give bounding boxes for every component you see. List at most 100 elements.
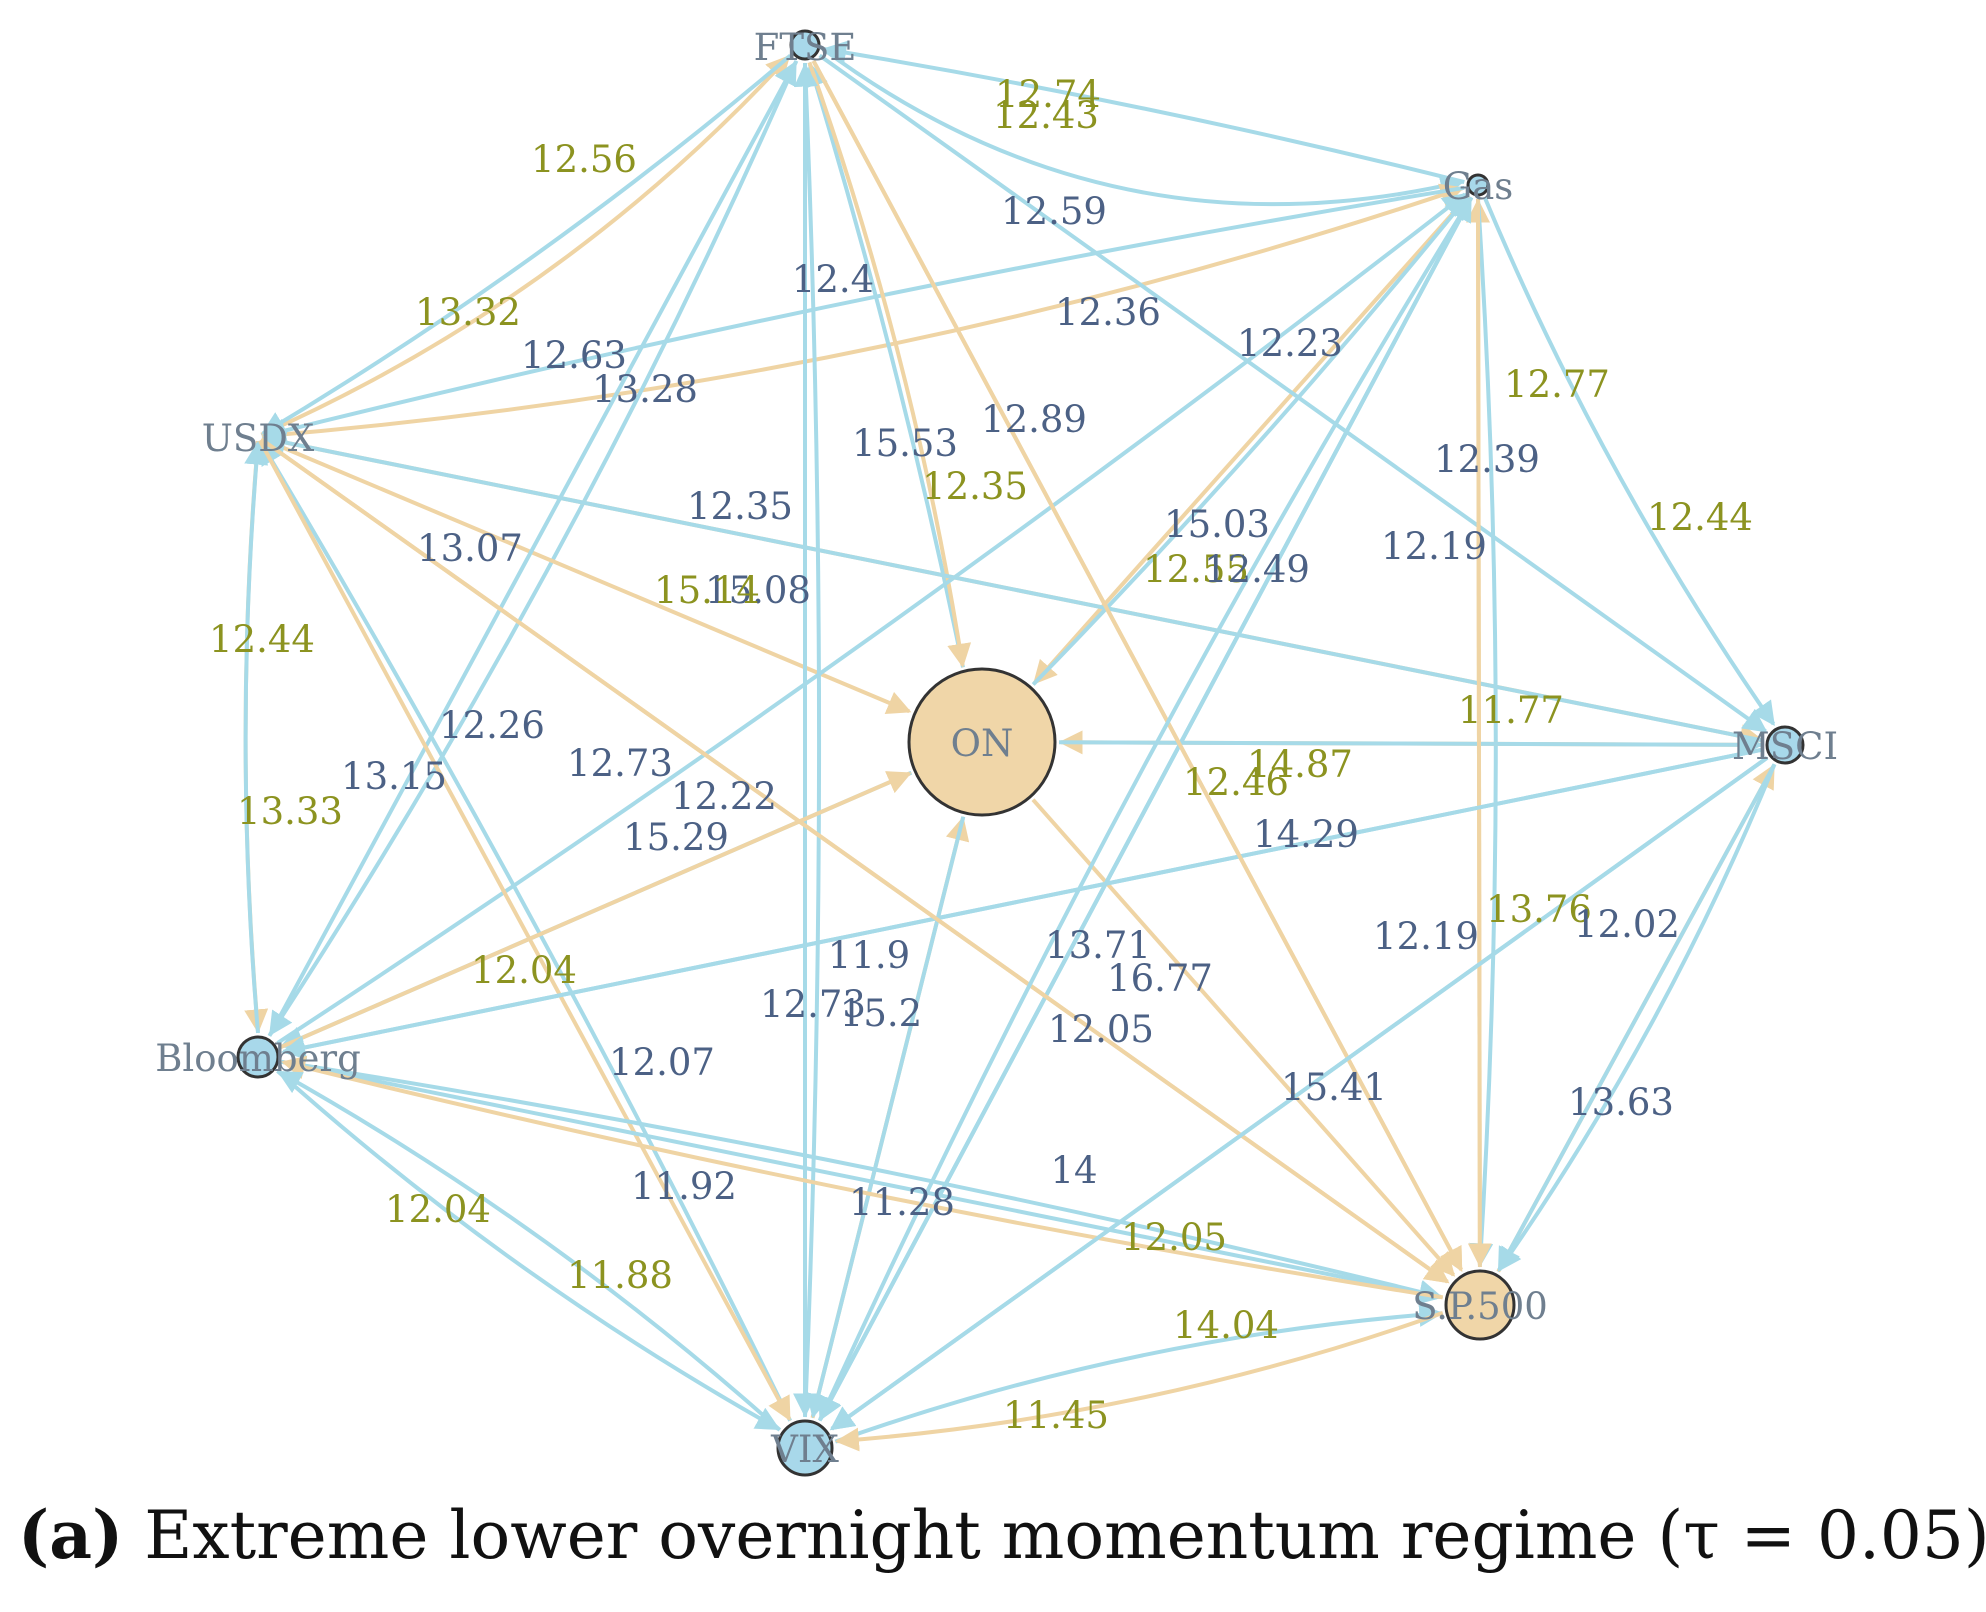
edge-bloomberg-to-ftse	[267, 60, 798, 1037]
edge-usdx-to-gas	[261, 183, 1465, 439]
edge-weight-label: 12.56	[531, 138, 637, 181]
edge-vix-to-sp500	[834, 1302, 1444, 1444]
edge-ftse-to-on	[807, 61, 972, 668]
node-gas	[1466, 173, 1490, 197]
node-sp500	[1444, 1269, 1516, 1341]
edge-bloomberg-to-gas	[276, 192, 1467, 1045]
edge-bloomberg-to-sp500	[281, 1059, 1444, 1305]
edge-weight-label: 12.35	[687, 485, 793, 528]
edge-weight-label: 12.77	[1504, 363, 1610, 406]
edge-weight-label: 12.73	[760, 983, 866, 1026]
edge-on-to-gas	[1031, 195, 1469, 686]
edge-usdx-to-sp500	[260, 437, 1450, 1284]
edge-weight-label: 12.89	[981, 398, 1087, 441]
node-label-sp500: S.P.500	[1412, 1285, 1548, 1328]
edge-msci-to-vix	[829, 756, 1769, 1431]
edge-weight-label: 12.35	[922, 465, 1028, 508]
edge-gas-to-sp500	[1469, 198, 1498, 1268]
edge-gas-to-msci	[1482, 196, 1776, 726]
edge-gas-to-ftse	[822, 40, 1465, 185]
node-label-on: ON	[951, 722, 1014, 765]
node-msci	[1765, 725, 1805, 765]
network-diagram: 12.5613.3212.7412.4312.5912.3612.6313.07…	[155, 26, 1838, 1477]
edge-vix-to-usdx	[259, 440, 792, 1422]
edge-weight-label: 12.46	[1183, 761, 1289, 804]
edge-gas-to-vix	[818, 196, 1474, 1422]
edge-weight-label: 15.41	[1281, 1066, 1387, 1109]
edge-weight-label: 12.05	[1048, 1008, 1154, 1051]
node-label-usdx: USDX	[202, 417, 315, 460]
edge-weight-label: 12.4	[792, 258, 874, 301]
edge-msci-to-bloomberg	[281, 747, 1764, 1060]
edge-weight-label: 11.45	[1003, 1394, 1109, 1437]
edge-weight-label: 12.23	[1237, 322, 1343, 365]
edge-weight-label: 13.15	[341, 755, 447, 798]
edge-msci-to-usdx	[261, 430, 1764, 743]
edge-on-to-msci	[1058, 732, 1764, 757]
edge-on-to-ftse	[804, 62, 965, 668]
edge-weight-label: 15.03	[1164, 503, 1270, 546]
edge-weight-label: 12.59	[1001, 190, 1107, 233]
edge-weight-label: 12.63	[521, 334, 627, 377]
edge-weight-label: 11.92	[631, 1165, 737, 1208]
edge-weight-label: 12.55	[1143, 548, 1249, 591]
edge-sp500-to-vix	[834, 1311, 1444, 1452]
edge-weight-label: 12.19	[1381, 525, 1487, 568]
edge-weight-label: 12.02	[1574, 903, 1680, 946]
edge-weight-label: 14	[1050, 1149, 1097, 1192]
edge-weight-label: 11.28	[849, 1181, 955, 1224]
node-label-ftse: FTSE	[754, 26, 857, 69]
node-vix	[776, 1419, 834, 1477]
edge-weight-label: 12.39	[1434, 438, 1540, 481]
edge-weight-label: 12.07	[609, 1041, 715, 1084]
edge-weight-label: 12.26	[439, 704, 545, 747]
edge-bloomberg-to-usdx	[243, 440, 269, 1034]
edge-weight-label: 12.73	[567, 742, 673, 785]
edge-weight-label: 12.74	[995, 73, 1101, 116]
edge-weight-label: 15.53	[852, 422, 958, 465]
edge-bloomberg-to-on	[279, 771, 912, 1050]
edge-weight-label: 12.44	[1647, 496, 1753, 539]
edge-weight-label: 12.43	[993, 94, 1099, 137]
edge-usdx-to-vix	[258, 439, 792, 1422]
edge-weight-label: 12.04	[385, 1188, 491, 1231]
edge-weight-label: 11.9	[828, 934, 910, 977]
caption-tag: (a)	[18, 1496, 124, 1574]
edge-weight-label: 13.63	[1568, 1081, 1674, 1124]
edge-vix-to-bloomberg	[277, 1070, 782, 1432]
edge-weight-label: 15.29	[623, 816, 729, 859]
edge-weight-label: 15.2	[840, 992, 922, 1035]
edge-sp500-to-bloomberg	[281, 1055, 1444, 1300]
node-on	[907, 667, 1057, 817]
edge-weight-label: 12.49	[1204, 548, 1310, 591]
edge-weight-label: 13.07	[417, 527, 523, 570]
node-ftse	[789, 29, 821, 61]
edge-ftse-to-msci	[818, 53, 1768, 733]
edge-usdx-to-ftse	[260, 54, 791, 437]
edge-weight-label: 12.36	[1055, 291, 1161, 334]
caption-text: Extreme lower overnight momentum regime …	[123, 1497, 1986, 1574]
edge-gas-to-usdx	[261, 185, 1465, 443]
edge-vix-to-ftse	[793, 62, 822, 1418]
edge-weight-label: 12.04	[471, 949, 577, 992]
edge-gas-to-vix	[818, 196, 1474, 1422]
edge-weight-label: 14.87	[1247, 743, 1353, 786]
edge-weight-label: 12.22	[671, 775, 777, 818]
node-bloomberg	[236, 1035, 280, 1079]
edge-bloomberg-to-vix	[276, 1069, 781, 1431]
edge-weight-label: 14.04	[1173, 1304, 1279, 1347]
edge-weight-label: 15.08	[705, 569, 811, 612]
edge-weight-label: 11.88	[567, 1254, 673, 1297]
edge-bloomberg-to-sp500	[281, 1059, 1444, 1304]
edge-ftse-to-bloomberg	[268, 59, 799, 1037]
edge-weight-label: 16.77	[1107, 957, 1213, 1000]
edge-weight-label: 13.76	[1486, 888, 1592, 931]
node-label-bloomberg: Bloomberg	[155, 1037, 361, 1080]
figure-caption: (a) Extreme lower overnight momentum reg…	[18, 1496, 1986, 1574]
edge-weight-label: 11.77	[1458, 689, 1564, 732]
edge-msci-to-sp500	[1497, 763, 1777, 1273]
edge-layer	[243, 40, 1777, 1452]
edge-ftse-to-usdx	[260, 53, 792, 436]
edge-weight-label: 13.28	[592, 368, 698, 411]
